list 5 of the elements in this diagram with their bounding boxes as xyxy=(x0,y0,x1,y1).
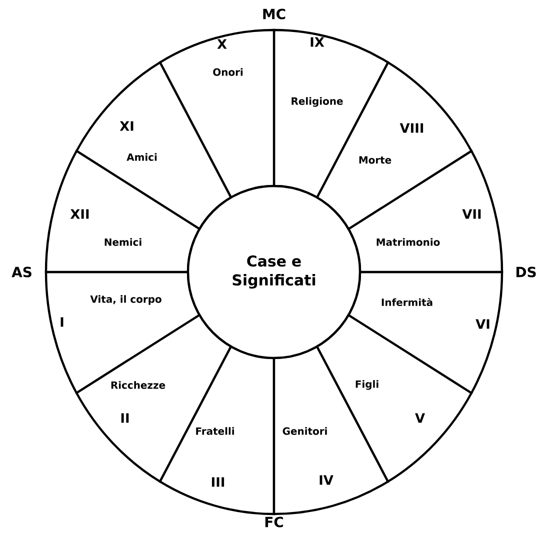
axis-label: FC xyxy=(265,516,283,528)
axis-label: DS xyxy=(516,266,536,278)
house-sector: X Onori xyxy=(158,28,276,199)
axis-label: AS xyxy=(12,266,32,278)
axis-label: MC xyxy=(263,8,286,20)
